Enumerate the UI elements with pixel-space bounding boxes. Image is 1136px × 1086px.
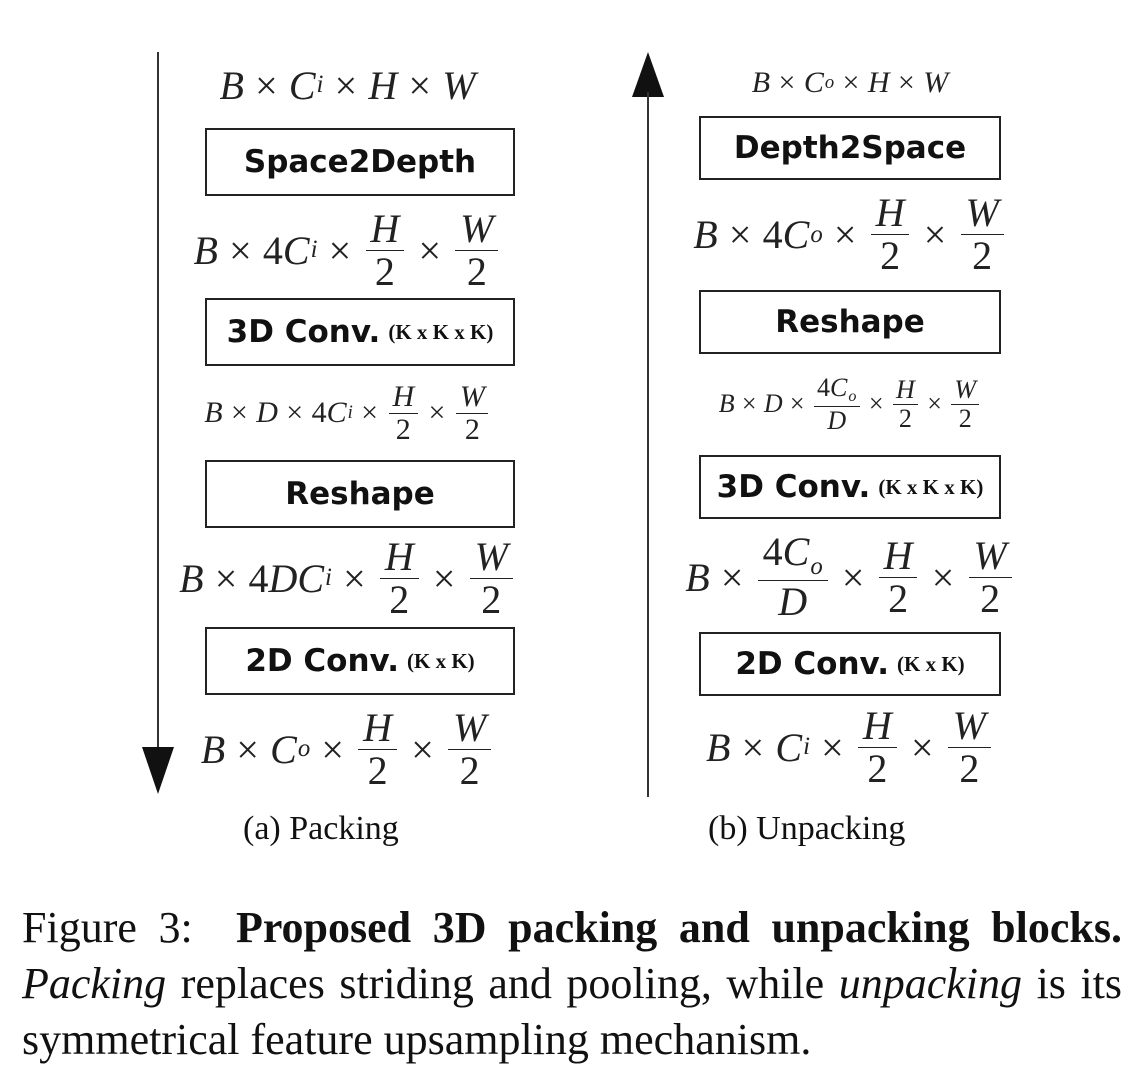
- caption-mid: replaces striding and pooling, while: [180, 959, 825, 1008]
- caption-packing: Packing: [22, 959, 167, 1008]
- caption-prefix: Figure 3:: [22, 903, 193, 952]
- packing-2d-conv-block: 2D Conv.(K x K): [205, 627, 515, 695]
- space2depth-block: Space2Depth: [205, 128, 515, 196]
- figure-caption: Figure 3: Proposed 3D packing and unpack…: [22, 900, 1122, 1068]
- unpacking-3d-conv-block: 3D Conv.(K x K x K): [699, 455, 1001, 519]
- unpacking-up-arrow: [632, 52, 664, 797]
- unpacking-2d-conv-block: 2D Conv.(K x K): [699, 632, 1001, 696]
- packing-label: (a) Packing: [243, 810, 399, 847]
- packing-down-arrow: [142, 52, 174, 794]
- depth2space-block: Depth2Space: [699, 116, 1001, 180]
- caption-title: Proposed 3D packing and unpacking blocks…: [235, 903, 1122, 952]
- packing-reshape-block: Reshape: [205, 460, 515, 528]
- caption-end: is its symmetrical feature upsampling me…: [22, 959, 1123, 1064]
- 3d-conv-block: 3D Conv.(K x K x K): [205, 298, 515, 366]
- unpacking-label: (b) Unpacking: [708, 810, 906, 847]
- unpacking-reshape-block: Reshape: [699, 290, 1001, 354]
- caption-unpacking: unpacking: [838, 959, 1023, 1008]
